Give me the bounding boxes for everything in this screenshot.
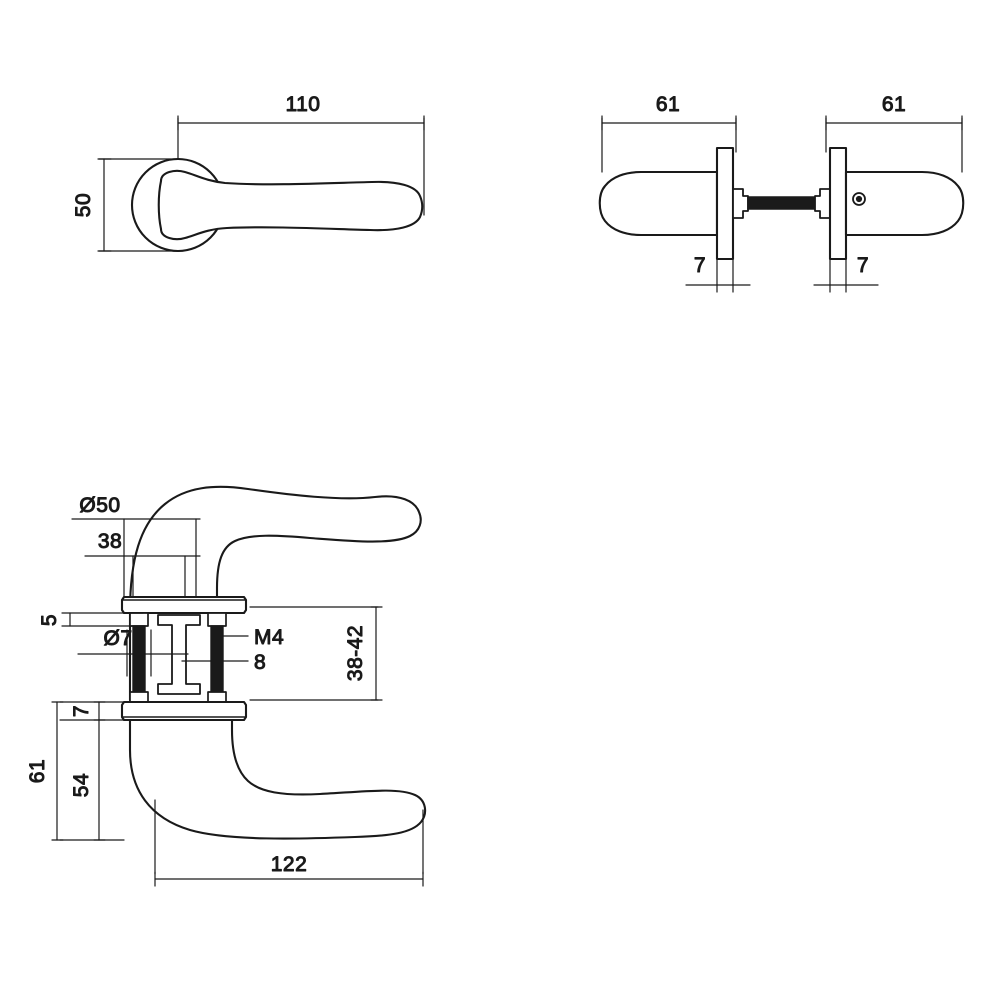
dimension-label-7-right: 7 bbox=[857, 254, 869, 277]
dimension-label-7-left: 7 bbox=[694, 254, 706, 277]
dimension-lever-drop-54 bbox=[59, 719, 125, 841]
dimension-label-110: 110 bbox=[286, 93, 321, 116]
front-view: 110 50 bbox=[72, 93, 425, 253]
section-view: Ø50 38 bbox=[26, 485, 427, 887]
side-view: 61 61 7 bbox=[598, 93, 965, 293]
dimension-door-thickness bbox=[249, 606, 383, 701]
dimension-label-dia-50: Ø50 bbox=[79, 494, 120, 517]
lever-right-side bbox=[844, 170, 965, 237]
rosette-plate-right bbox=[828, 146, 848, 261]
lever-handle-front bbox=[157, 169, 424, 241]
dimension-label-61: 61 bbox=[26, 759, 49, 783]
dimension-hole-dia-7 bbox=[77, 629, 189, 677]
lever-left-side bbox=[598, 170, 719, 237]
dimension-projection-61-left bbox=[601, 115, 737, 173]
dimension-rosette-7-right bbox=[813, 259, 879, 293]
dimension-label-dia-7: Ø7 bbox=[103, 627, 132, 650]
collar-right bbox=[814, 188, 831, 219]
dimension-label-54: 54 bbox=[70, 773, 93, 797]
dimension-plate-thickness-5 bbox=[61, 612, 144, 627]
dimension-label-50: 50 bbox=[72, 193, 95, 217]
bolt-thread-left bbox=[132, 625, 146, 693]
rosette-plate-upper bbox=[120, 595, 248, 615]
bolt-head-left-top bbox=[129, 612, 149, 627]
dimension-label-7-height: 7 bbox=[70, 705, 93, 717]
dimension-projection-61-right bbox=[825, 115, 963, 173]
dimension-label-61-left: 61 bbox=[656, 93, 680, 116]
dimension-label-38-42: 38-42 bbox=[344, 625, 367, 681]
dimension-rosette-dia-50 bbox=[71, 518, 201, 601]
dimension-label-5: 5 bbox=[38, 614, 61, 626]
spindle-bar bbox=[747, 196, 819, 210]
dimension-diameter-50 bbox=[97, 158, 181, 252]
dimension-label-122: 122 bbox=[271, 853, 308, 876]
collar-left bbox=[732, 188, 749, 219]
bolt-head-right-top bbox=[207, 612, 227, 627]
dimension-label-38: 38 bbox=[98, 530, 122, 553]
grub-screw-inner bbox=[855, 195, 863, 203]
dimension-total-height-61 bbox=[51, 701, 64, 841]
leader-label-m4: M4 bbox=[254, 626, 284, 649]
lever-upper-outline bbox=[128, 485, 422, 702]
dimension-rosette-7-left bbox=[685, 259, 751, 293]
leader-label-8: 8 bbox=[254, 651, 266, 674]
rosette-plate-left bbox=[715, 146, 735, 261]
dimension-label-61-right: 61 bbox=[882, 93, 906, 116]
dimension-lever-length-122 bbox=[154, 799, 424, 887]
